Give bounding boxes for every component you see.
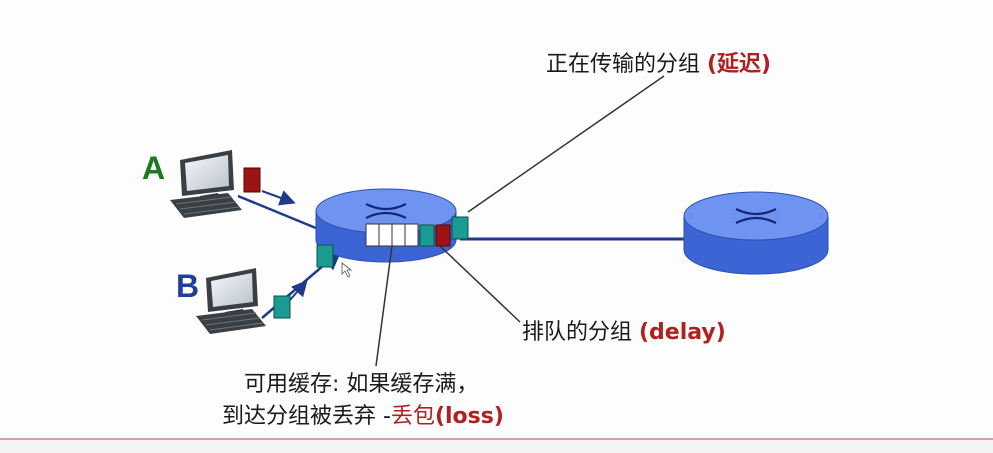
buffer-label-loss-en: (loss) [434,404,504,429]
buffer-slot-3 [391,223,406,247]
buffer-slot-2 [378,223,393,247]
router-right-cross-icon [735,208,777,224]
callout-line-buffer [375,245,393,367]
queued-packet-red [435,224,451,247]
mouse-cursor-icon [341,262,353,278]
buffer-label-loss-cn: 丢包 [390,404,435,429]
transmitting-packet-label: 正在传输的分组 (延迟) [546,46,771,78]
router-buffer [365,216,469,247]
queued-packet-teal [419,224,435,247]
buffer-label-line1: 可用缓存: 如果缓存满， [244,372,479,397]
packet-from-b [273,295,291,319]
host-a-label: A [142,150,166,186]
packet-from-b-near-router [316,244,334,268]
transmitting-packet [451,216,469,240]
queued-label-delay: (delay) [639,320,726,345]
transmitting-label-text: 正在传输的分组 [546,52,707,77]
buffer-slot-1 [365,223,380,247]
buffer-slot-4 [404,223,419,247]
queued-label-text: 排队的分组 [522,320,639,345]
transmitting-label-delay: (延迟) [707,52,772,77]
callout-line-queued [439,245,521,323]
callout-line-transmitting [467,75,665,213]
buffer-label-line2: 到达分组被丢弃 -丢包(loss) [222,398,504,430]
packet-b-motion-arrow [289,280,308,301]
packet-a-motion-arrow [261,190,296,206]
host-b-label: B [176,268,200,304]
packet-from-a [243,167,261,193]
host-a-computer-icon [170,150,242,218]
host-b-computer-icon [196,268,266,334]
router-left-cross-icon [365,203,407,219]
bottom-strip [0,438,993,453]
queued-packet-label: 排队的分组 (delay) [522,314,726,346]
router-right [683,191,829,275]
buffer-label-line2-text: 到达分组被丢弃 - [222,404,391,429]
